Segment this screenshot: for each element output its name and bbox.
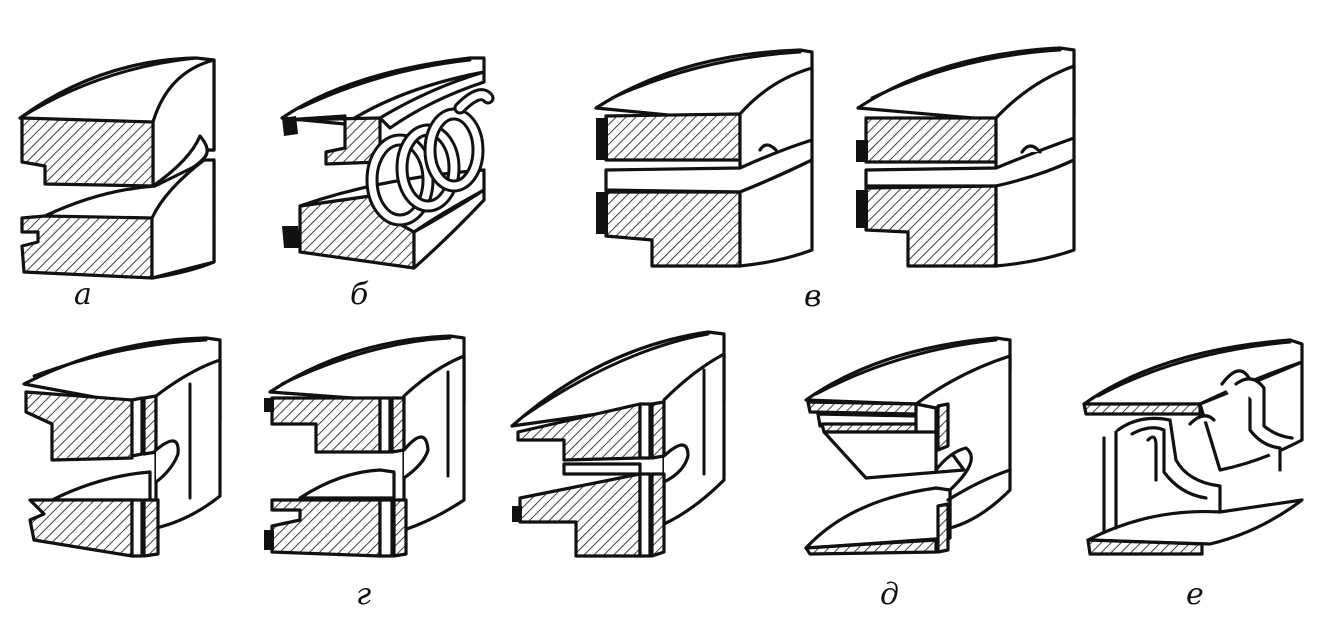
label-a: а <box>74 277 92 312</box>
variant-a-ring-gap <box>18 56 216 280</box>
label-g: г <box>356 577 371 612</box>
label-e: е <box>1186 577 1204 612</box>
variant-g-expander-3 <box>510 330 726 558</box>
variant-g-expander-2 <box>264 334 466 558</box>
variant-v-step-joint-1 <box>594 48 814 268</box>
variant-d-steel-ring <box>804 336 1012 556</box>
variant-v-step-joint-2 <box>856 46 1076 268</box>
variant-e-wavy-expander <box>1082 338 1304 556</box>
label-v: в <box>804 279 821 314</box>
label-d: д <box>880 577 899 612</box>
label-b: б <box>350 277 369 312</box>
variant-g-expander-1 <box>22 336 222 558</box>
variant-b-spring-lock <box>280 56 495 270</box>
